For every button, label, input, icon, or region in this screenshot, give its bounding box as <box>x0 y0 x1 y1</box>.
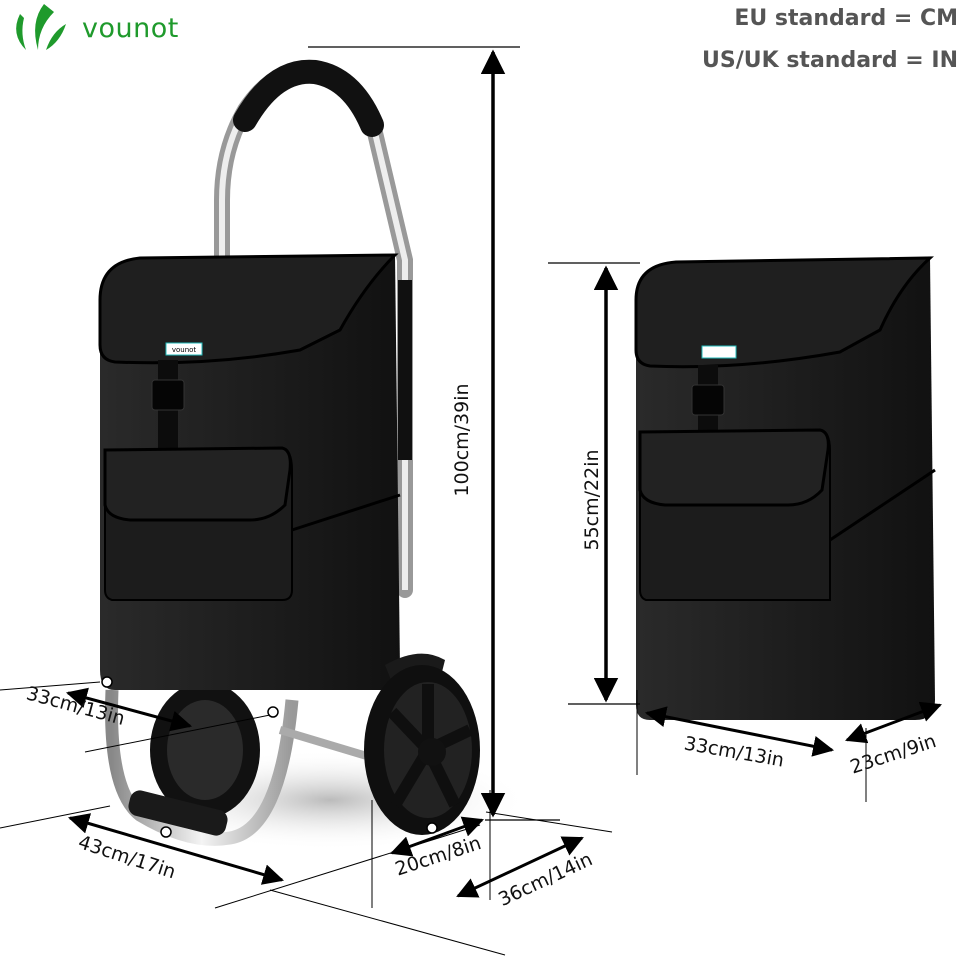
brand-logo: vounot <box>8 4 179 52</box>
handle-grip <box>233 59 384 137</box>
eu-standard-note: EU standard = CM <box>734 6 958 31</box>
bag-standalone <box>634 256 936 720</box>
bag-height-label: 55cm/22in <box>581 449 603 550</box>
dimension-lines <box>0 46 942 956</box>
base-depth-label: 36cm/14in <box>495 848 596 911</box>
svg-text:vounot: vounot <box>172 346 197 354</box>
bag-depth-label: 23cm/9in <box>847 730 938 778</box>
base-width-label: 43cm/17in <box>75 831 178 883</box>
brand-name: vounot <box>82 12 179 44</box>
height-label: 100cm/39in <box>451 383 473 496</box>
leaf-logo-icon <box>16 4 66 50</box>
us-uk-standard-note: US/UK standard = IN <box>702 48 958 73</box>
